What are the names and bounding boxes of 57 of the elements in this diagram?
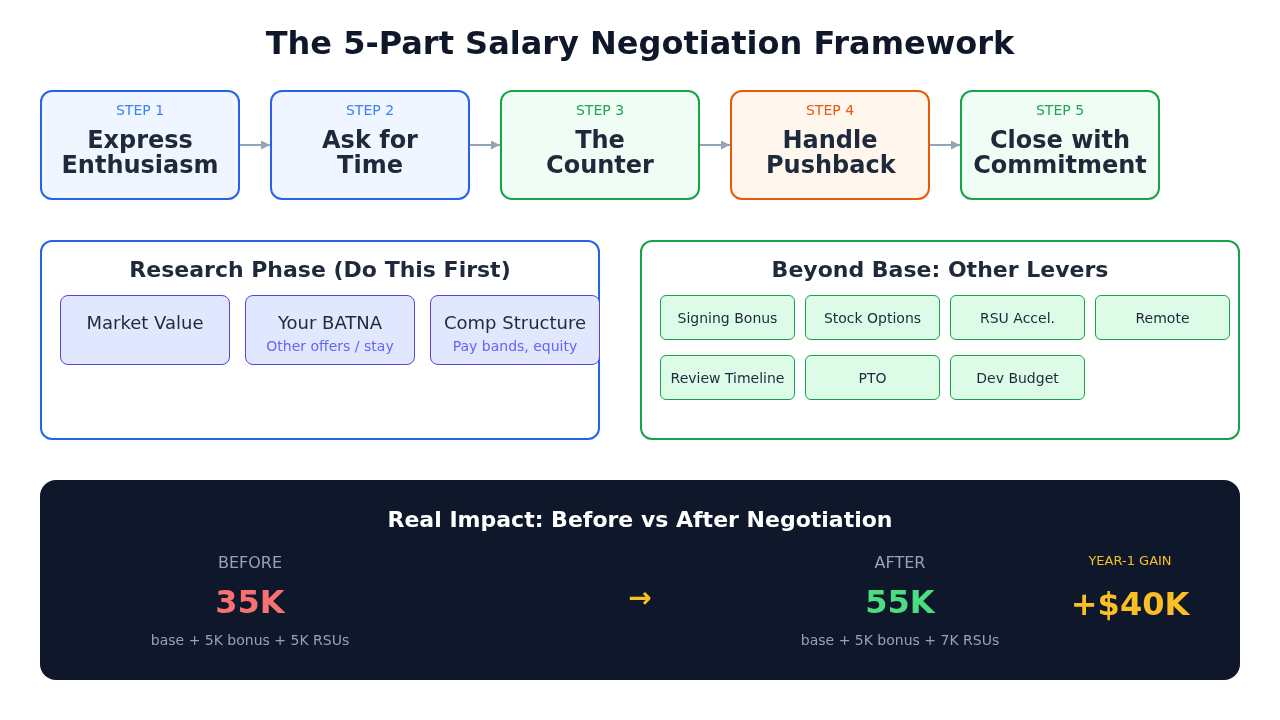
lever-label: RSU Accel. <box>980 309 1055 326</box>
lever-label: PTO <box>858 369 887 386</box>
lever-label: Dev Budget <box>976 369 1059 386</box>
card-subtitle: Other offers / stay <box>266 338 394 354</box>
lever-card <box>660 295 795 340</box>
card-title: Your BATNA <box>277 311 383 333</box>
section-panel <box>40 240 600 440</box>
stat-caption: YEAR-1 GAIN <box>1088 552 1172 568</box>
lever-card <box>950 355 1085 400</box>
card-subtitle: Pay bands, equity <box>452 338 578 354</box>
lever-card <box>950 295 1085 340</box>
card-title: Market Value <box>86 311 204 333</box>
page-title: The 5-Part Salary Negotiation Framework <box>265 24 1015 62</box>
stat-caption: AFTER <box>874 552 926 572</box>
arrow <box>469 140 501 150</box>
step-card <box>730 90 930 200</box>
section-heading: Beyond Base: Other Levers <box>771 257 1109 283</box>
lever-card <box>805 355 940 400</box>
step-label: STEP 5 <box>1035 102 1085 118</box>
step-label: STEP 4 <box>805 102 855 118</box>
impact-heading: Real Impact: Before vs After Negotiation <box>387 507 893 533</box>
step-card <box>270 90 470 200</box>
lever-card <box>805 295 940 340</box>
step-title: Express Enthusiasm <box>60 127 220 178</box>
step-card <box>40 90 240 200</box>
step-title: Close with Commitment <box>972 127 1148 178</box>
lever-card <box>660 355 795 400</box>
card-title: Comp Structure <box>444 311 586 333</box>
impact-panel <box>40 480 1240 680</box>
research-card <box>60 295 230 365</box>
step-label: STEP 1 <box>115 102 165 118</box>
step-label: STEP 3 <box>575 102 625 118</box>
arrow <box>239 140 271 150</box>
section-panel <box>640 240 1240 440</box>
lever-label: Review Timeline <box>670 369 785 386</box>
lever-label: Stock Options <box>823 309 922 326</box>
stat-caption: BEFORE <box>217 552 283 572</box>
arrow-symbol: → <box>628 580 652 614</box>
stat-detail: base + 5K bonus + 5K RSUs <box>150 632 350 648</box>
step-title: Ask for Time <box>321 127 419 178</box>
stat-value: 55K <box>865 583 935 621</box>
lever-card <box>1095 295 1230 340</box>
step-label: STEP 2 <box>345 102 395 118</box>
arrow <box>929 140 961 150</box>
stat-detail: base + 5K bonus + 7K RSUs <box>800 632 1000 648</box>
step-card <box>500 90 700 200</box>
research-card <box>245 295 415 365</box>
research-card <box>430 295 600 365</box>
step-title: The Counter <box>545 127 655 178</box>
step-card <box>960 90 1160 200</box>
lever-label: Remote <box>1135 309 1190 326</box>
stat-value: +$40K <box>1070 585 1190 623</box>
arrow <box>699 140 731 150</box>
stat-value: 35K <box>215 583 285 621</box>
lever-label: Signing Bonus <box>677 309 778 326</box>
section-heading: Research Phase (Do This First) <box>129 257 511 283</box>
step-title: Handle Pushback <box>766 127 894 178</box>
